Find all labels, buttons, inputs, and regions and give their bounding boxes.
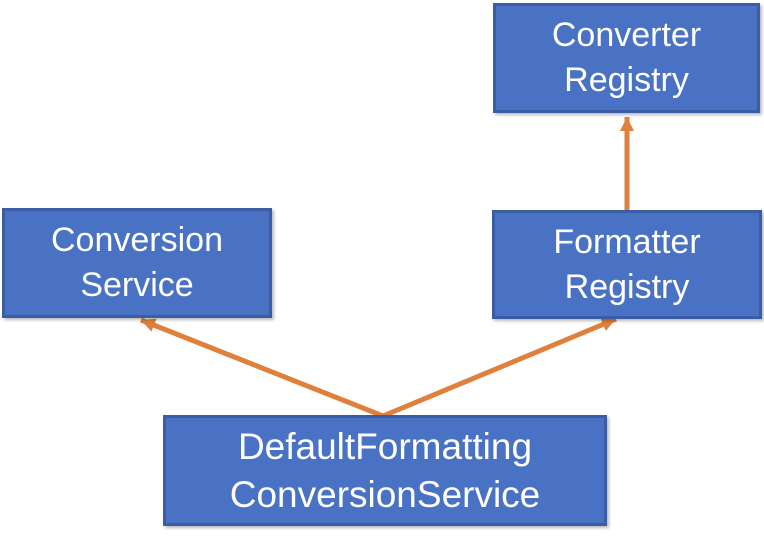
node-label-line: Service <box>80 266 194 304</box>
node-label-line: Conversion <box>51 221 223 260</box>
node-label-line: Converter <box>551 16 702 55</box>
node-label-line: DefaultFormatting <box>237 426 533 468</box>
node-label-line: ConversionService <box>229 473 541 515</box>
node-label-line: Formatter <box>553 222 701 261</box>
arrow-default-to-formatter-registry <box>382 316 617 419</box>
node-default-formatting-conversion-service: DefaultFormatting ConversionService <box>163 415 607 526</box>
node-label-line: Registry <box>564 267 690 306</box>
node-label-line: Registry <box>564 61 689 99</box>
arrow-default-to-conversion-service <box>140 317 384 419</box>
node-converter-registry: Converter Registry <box>493 3 760 113</box>
node-conversion-service: Conversion Service <box>2 208 272 318</box>
node-formatter-registry: Formatter Registry <box>492 210 762 319</box>
